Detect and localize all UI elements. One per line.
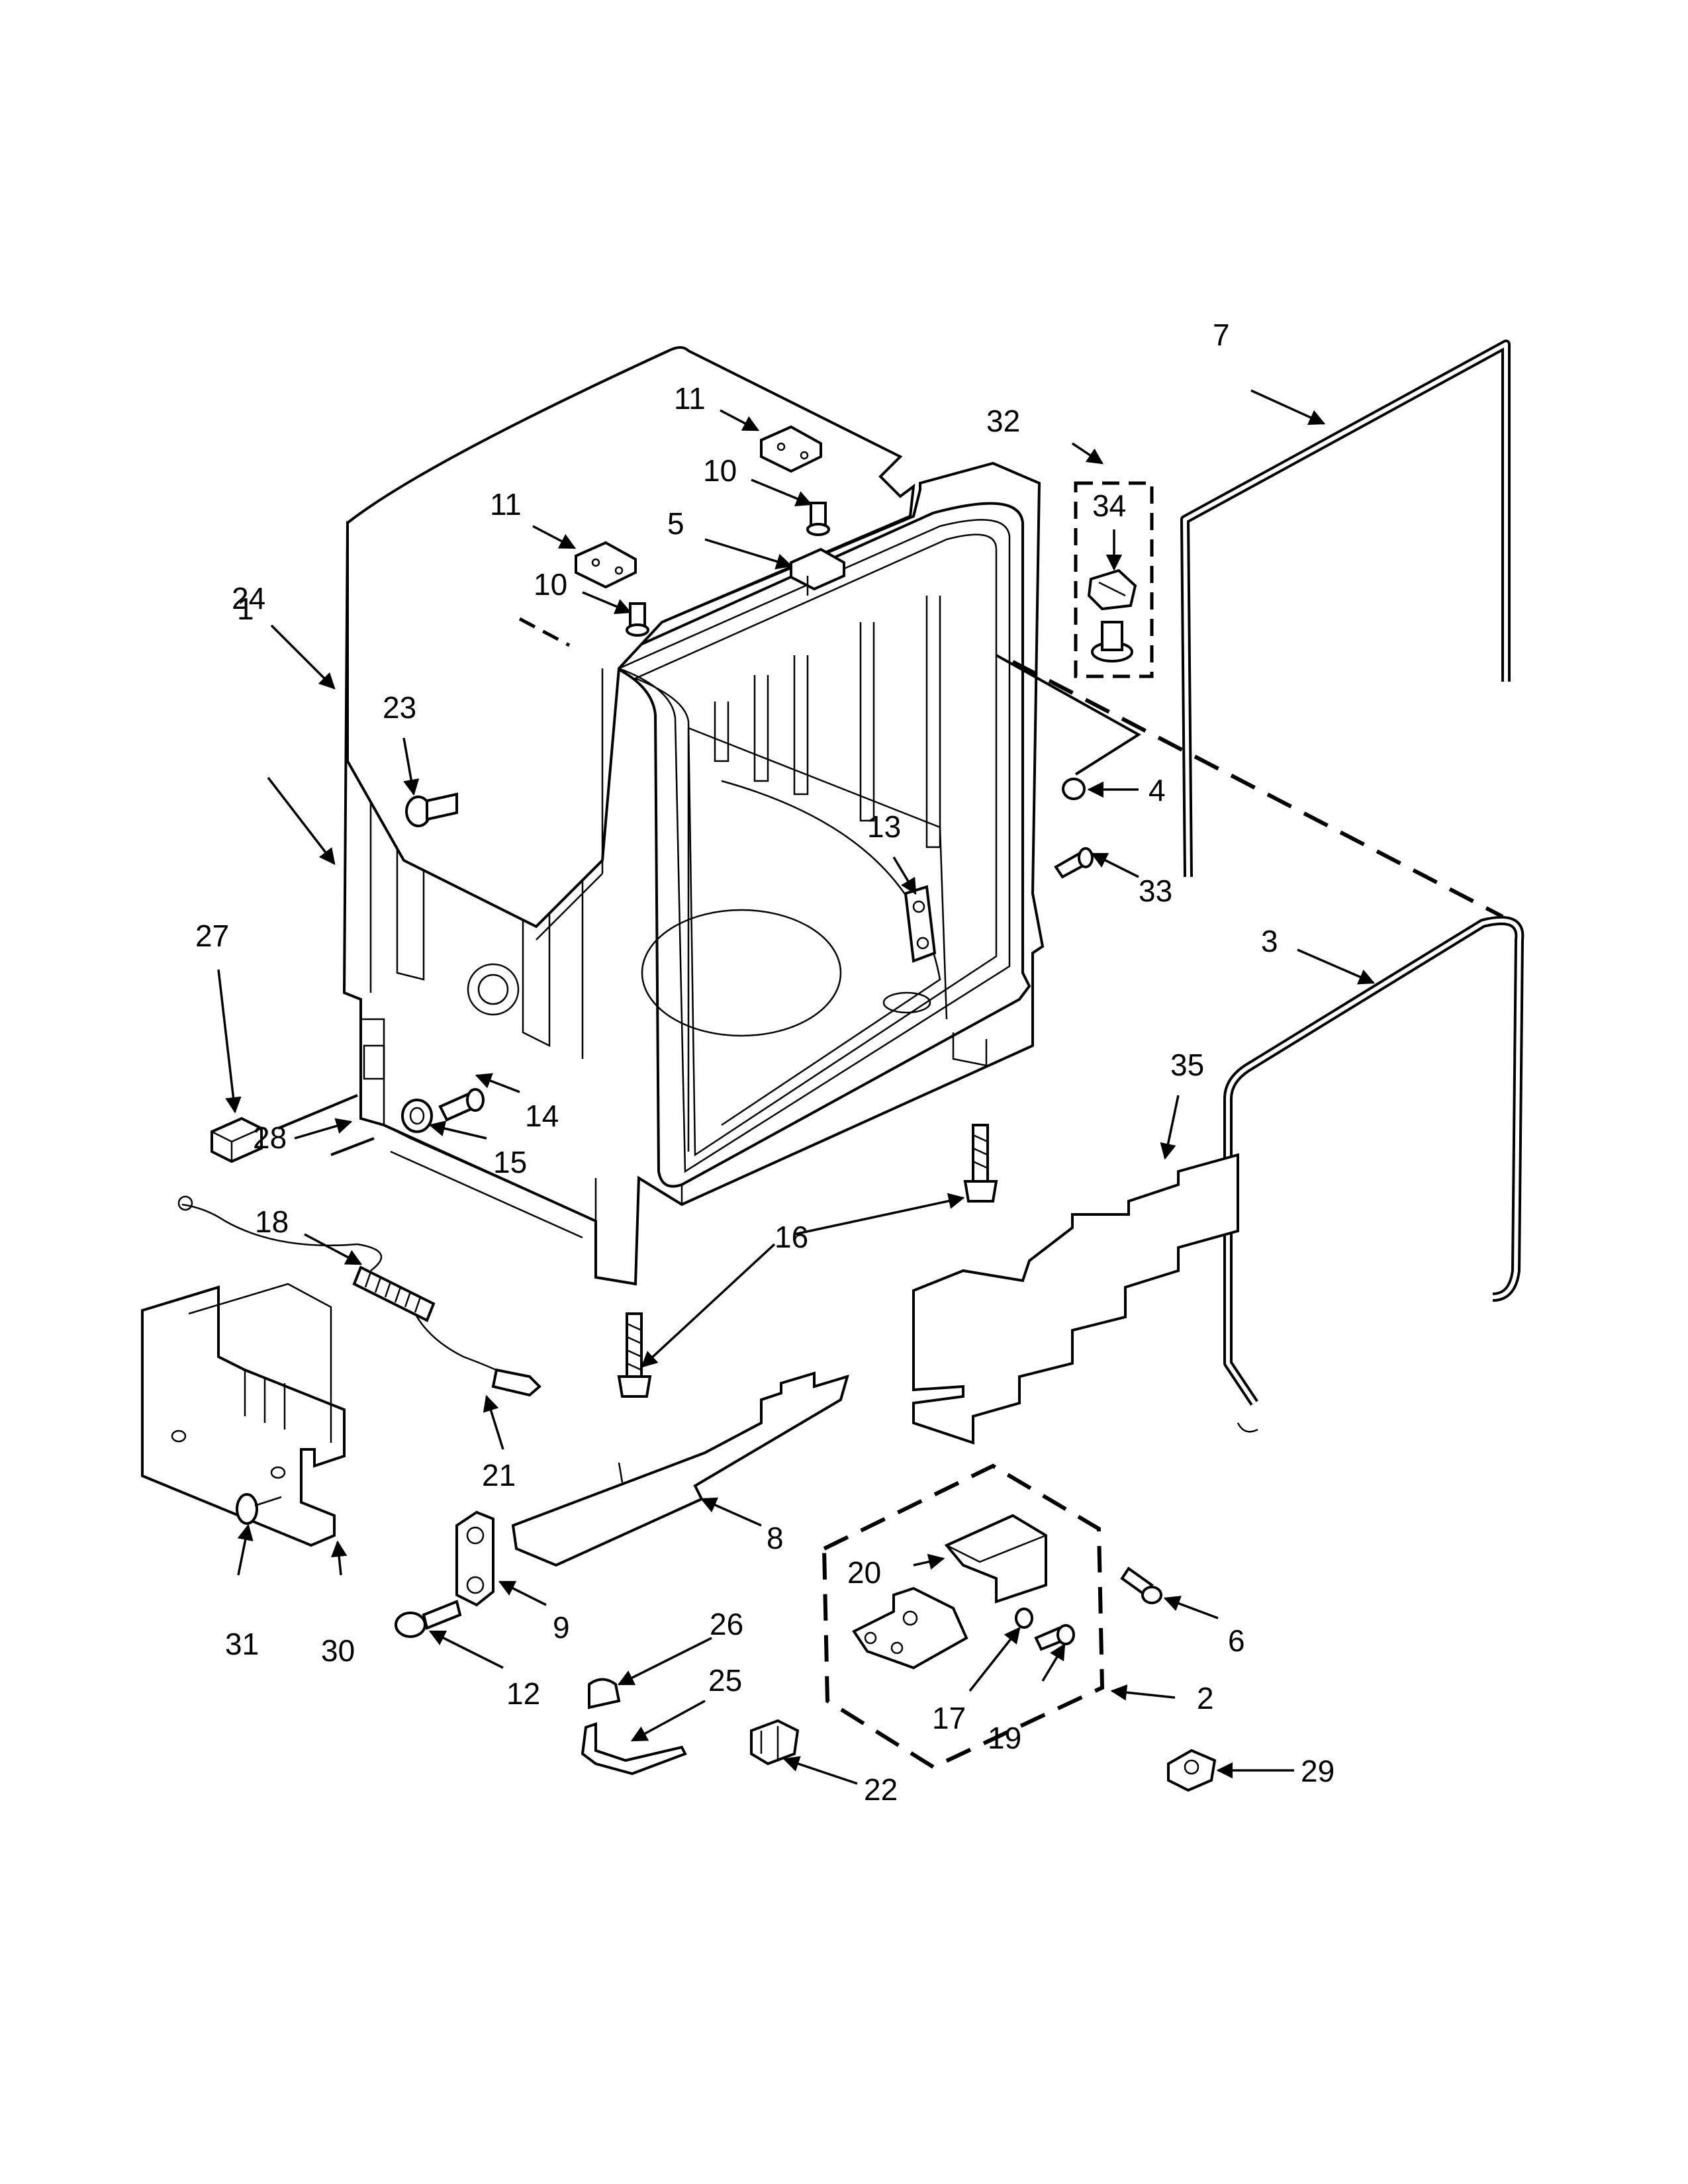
callout-label-9: 9 <box>553 1610 570 1645</box>
callout-label-14: 14 <box>525 1099 559 1133</box>
callout-label-12: 12 <box>506 1676 540 1711</box>
clip-27-leader <box>277 1094 358 1130</box>
bracket-9 <box>455 1510 494 1607</box>
cable-end-21 <box>491 1368 541 1397</box>
callout-label-1: 1 <box>237 592 254 626</box>
insulation-blanket <box>346 346 915 940</box>
kit-2 <box>821 1463 1105 1770</box>
clip-22 <box>750 1719 800 1766</box>
callout-label-8: 8 <box>767 1521 784 1555</box>
plug-4-leader <box>996 654 1141 776</box>
tub-gasket <box>1223 915 1524 1433</box>
callout-label-35: 35 <box>1170 1048 1204 1082</box>
callout-label-5: 5 <box>667 506 684 541</box>
callout-label-15: 15 <box>493 1145 527 1179</box>
panel-35 <box>912 1153 1239 1445</box>
screw-10-upper <box>806 502 830 536</box>
bracket-11-upper <box>760 425 822 473</box>
callout-label-6: 6 <box>1228 1623 1245 1658</box>
screw-12 <box>395 1600 462 1638</box>
hinge-13 <box>904 885 937 963</box>
plug-4 <box>1062 778 1086 800</box>
callout-label-10-lower: 10 <box>534 567 567 602</box>
callout-label-10-upper: 10 <box>703 453 737 488</box>
plug-23 <box>405 792 458 827</box>
callout-label-16: 16 <box>774 1220 808 1254</box>
bracket-11-lower <box>575 541 637 589</box>
tub-assembly <box>342 461 1045 1286</box>
gasket-connector-line <box>1011 660 1504 919</box>
callout-labels: 1 2 3 4 5 6 7 8 9 10 10 11 11 12 13 14 1… <box>195 318 1335 1807</box>
callout-label-31: 31 <box>225 1627 259 1661</box>
clip-27 <box>211 1116 263 1163</box>
plate-8 <box>511 1371 849 1567</box>
leg-16-right <box>963 1124 998 1203</box>
bracket-25 <box>581 1722 687 1776</box>
part-26 <box>588 1678 621 1709</box>
callout-label-25: 25 <box>708 1663 742 1698</box>
callout-label-23: 23 <box>383 690 416 725</box>
callout-label-4: 4 <box>1149 773 1166 807</box>
callout-label-28: 28 <box>253 1120 287 1155</box>
callout-label-22: 22 <box>864 1772 898 1807</box>
callout-label-32: 32 <box>986 404 1020 438</box>
callout-label-30: 30 <box>321 1633 355 1668</box>
callout-label-18: 18 <box>255 1205 289 1239</box>
bracket-28-leader <box>330 1137 375 1156</box>
callout-label-29: 29 <box>1301 1754 1335 1788</box>
callout-label-11-upper: 11 <box>674 381 706 416</box>
callout-label-19: 19 <box>988 1721 1021 1755</box>
callout-label-17: 17 <box>932 1701 966 1735</box>
spring-18 <box>177 1195 504 1375</box>
callout-label-11-lower: 11 <box>490 487 522 522</box>
callout-label-33: 33 <box>1139 874 1172 908</box>
bracket-30 <box>141 1283 346 1547</box>
callout-label-13: 13 <box>867 809 901 844</box>
callout-label-3: 3 <box>1261 924 1278 958</box>
callout-label-27: 27 <box>195 919 229 953</box>
leg-16-left <box>617 1312 652 1398</box>
screw-10-lower <box>626 602 649 637</box>
door-gasket-top <box>1180 340 1511 878</box>
screw-14 <box>438 1088 485 1122</box>
callout-label-21: 21 <box>482 1458 516 1492</box>
clip-5 <box>790 547 845 596</box>
screw-33 <box>1054 847 1094 879</box>
screw-31 <box>236 1493 282 1525</box>
callout-label-34: 34 <box>1092 488 1126 523</box>
callout-label-7: 7 <box>1213 318 1230 352</box>
callout-label-26: 26 <box>710 1607 743 1641</box>
callout-label-20: 20 <box>847 1555 881 1590</box>
washer-15 <box>401 1099 433 1133</box>
callout-arrows <box>217 389 1376 1785</box>
callout-label-2: 2 <box>1197 1681 1214 1715</box>
callout-label-24: 24 <box>232 581 265 615</box>
clip-29 <box>1167 1749 1217 1792</box>
screw-6 <box>1120 1567 1162 1604</box>
kit-32 <box>1074 481 1154 678</box>
